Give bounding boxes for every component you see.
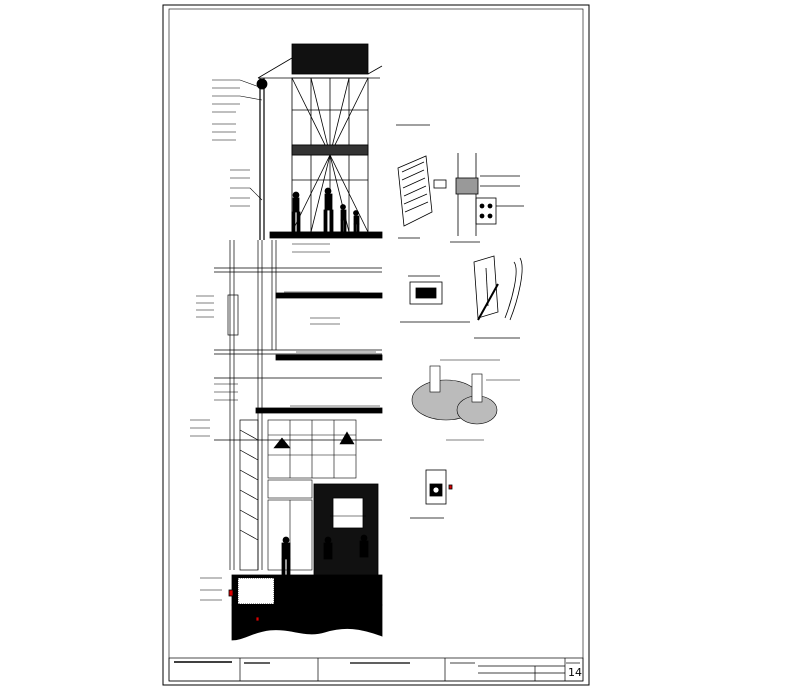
people-figures-upper	[291, 187, 360, 233]
detail-column-plate	[450, 153, 524, 243]
leader-annotations-center	[284, 243, 380, 517]
section-elevation	[214, 43, 383, 641]
glazed-tower	[291, 77, 369, 233]
leader-annotations-left	[190, 79, 263, 601]
floor-slabs	[214, 231, 383, 441]
title-block	[168, 657, 584, 682]
roof-canopy	[291, 43, 369, 75]
detail-footing	[411, 359, 520, 441]
lower-glazed-facade	[267, 419, 357, 571]
detail-canalon	[396, 124, 447, 239]
detail-pedestal	[410, 469, 453, 519]
sheet-outer-border	[162, 4, 590, 686]
foundation	[228, 574, 383, 641]
detail-fastening	[400, 255, 523, 339]
people-figures-ground	[281, 534, 369, 576]
left-structure	[227, 240, 277, 571]
sheet-number: 14	[568, 666, 582, 679]
